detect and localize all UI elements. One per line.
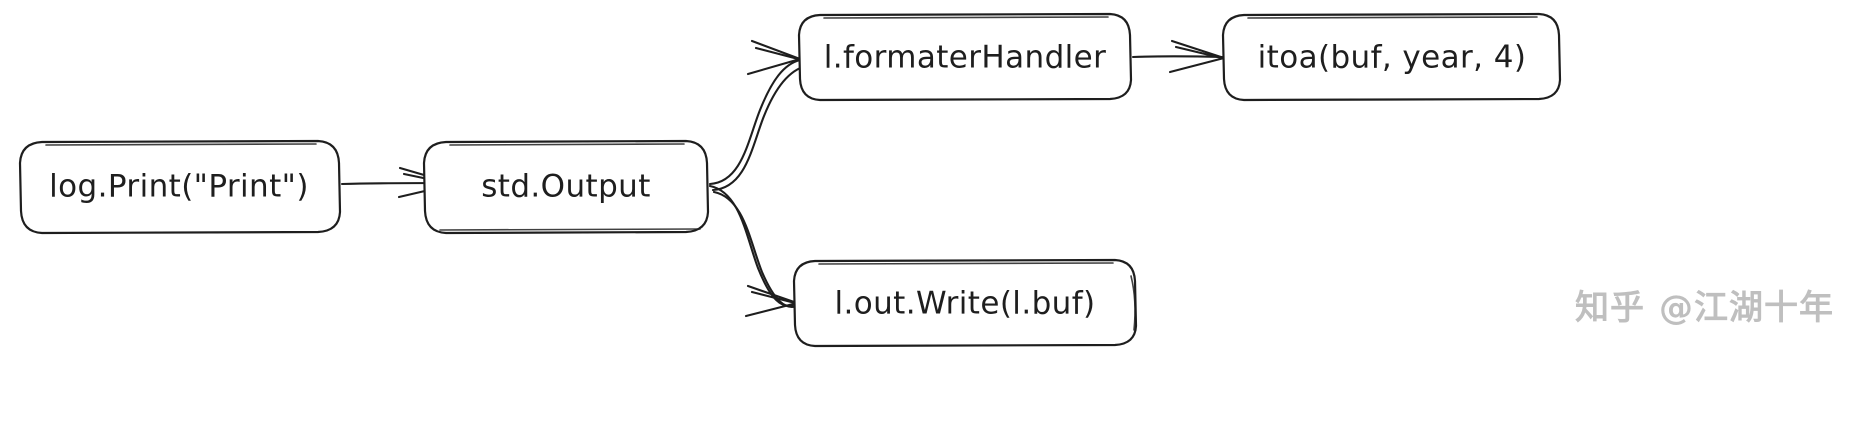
edge-std-output-to-out-write <box>708 184 801 318</box>
edge-formater-handler-to-itoa <box>1131 39 1228 74</box>
node-formater-handler[interactable]: l.formaterHandler <box>797 12 1133 102</box>
node-log-print[interactable]: log.Print("Print") <box>18 139 342 235</box>
node-out-write[interactable]: l.out.Write(l.buf) <box>792 258 1138 348</box>
watermark-site: 知乎 <box>1575 288 1645 328</box>
edge-std-output-to-formater-handler <box>708 39 808 192</box>
node-itoa[interactable]: itoa(buf, year, 4) <box>1221 12 1562 102</box>
node-std-output-label: std.Output <box>481 169 651 205</box>
node-itoa-label: itoa(buf, year, 4) <box>1258 40 1527 76</box>
node-std-output[interactable]: std.Output <box>422 139 710 235</box>
node-formater-handler-label: l.formaterHandler <box>824 40 1107 76</box>
watermark-user: @江湖十年 <box>1659 288 1834 328</box>
node-out-write-label: l.out.Write(l.buf) <box>834 286 1095 322</box>
node-log-print-label: log.Print("Print") <box>49 169 309 205</box>
watermark: 知乎 @江湖十年 <box>1575 280 1834 329</box>
